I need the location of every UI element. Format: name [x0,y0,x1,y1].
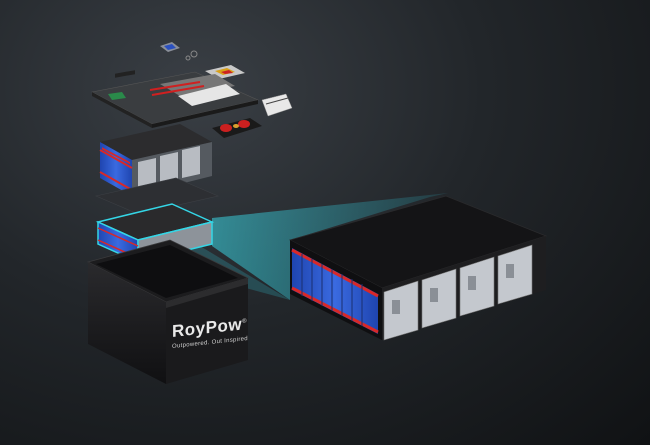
upper-module [99,124,212,196]
washer [185,55,191,61]
enlarged-module [288,195,548,341]
bms-board [91,70,259,128]
connector-block [261,93,293,117]
battery-casing [86,239,250,384]
washer [190,50,198,58]
terminal-assembly [212,118,262,138]
zoom-beam [212,193,448,300]
sensor-chip [160,42,180,52]
separator-plate [95,177,219,215]
terminal-plates [383,244,533,341]
